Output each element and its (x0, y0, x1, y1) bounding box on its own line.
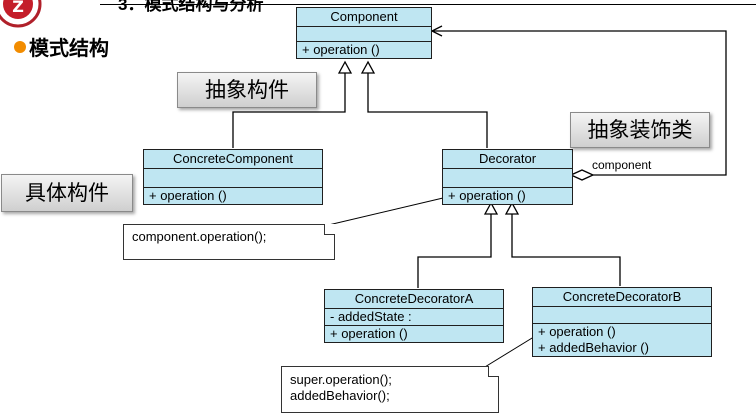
class-concrete-decorator-b[interactable]: ConcreteDecoratorB + operation () + adde… (532, 287, 712, 357)
class-operations: + operation () (443, 188, 572, 204)
callout-abstract-component: 抽象构件 (177, 72, 317, 108)
class-name: ConcreteDecoratorB (533, 288, 711, 307)
class-operations: + operation () (325, 326, 503, 342)
class-attributes (144, 169, 322, 188)
university-logo: Z (0, 0, 42, 28)
note-decorator: component.operation(); (123, 224, 335, 260)
class-name: Decorator (443, 150, 572, 169)
page-title: 3．模式结构与分析 (118, 0, 264, 14)
class-concrete-decorator-a[interactable]: ConcreteDecoratorA - addedState : + oper… (324, 289, 504, 343)
note-link-decorator-b (479, 334, 538, 371)
class-name: ConcreteComponent (144, 150, 322, 169)
class-attributes (297, 27, 431, 42)
class-attributes (533, 307, 711, 324)
class-name: Component (297, 8, 431, 27)
class-operations: + operation () (297, 42, 431, 58)
class-decorator[interactable]: Decorator + operation () (442, 149, 573, 205)
added-behavior-text: + addedBehavior () (538, 340, 649, 355)
note-text: component.operation(); (132, 229, 267, 244)
operation-text: + operation () (448, 188, 526, 203)
class-name: ConcreteDecoratorA (325, 290, 503, 309)
generalization-arrow-icon (337, 60, 353, 74)
class-attributes: - addedState : (325, 309, 503, 326)
note-text-line1: super.operation(); (290, 372, 392, 387)
operation-text: + operation () (149, 188, 227, 203)
generalization-arrow-icon (483, 201, 499, 215)
generalization-line-decorator-b (511, 213, 621, 286)
note-fold-icon (324, 224, 335, 235)
operation-text: + operation () (538, 324, 616, 339)
callout-abstract-decorator: 抽象装饰类 (570, 112, 710, 148)
operation-text: + operation () (302, 42, 380, 57)
attribute-text: - addedState : (330, 309, 412, 324)
class-operations: + operation () + addedBehavior () (533, 324, 711, 356)
generalization-arrow-icon (504, 201, 520, 215)
generalization-arrow-icon (360, 60, 376, 74)
note-text-line2: addedBehavior(); (290, 388, 390, 403)
generalization-line-decorator (367, 72, 488, 148)
note-decorator-b: super.operation(); addedBehavior(); (281, 366, 499, 413)
callout-concrete-component: 具体构件 (1, 174, 133, 212)
generalization-line-decorator-a (417, 213, 492, 288)
association-label: component (592, 158, 652, 172)
association-line (432, 30, 727, 176)
aggregation-diamond-icon (569, 169, 595, 181)
bullet-text: 模式结构 (29, 38, 109, 60)
operation-text: + operation () (330, 326, 408, 341)
svg-text:Z: Z (12, 0, 24, 16)
class-component[interactable]: Component + operation () (296, 7, 432, 59)
title-underline (100, 4, 756, 5)
association-arrow-icon (430, 25, 443, 37)
bullet-heading: 模式结构 (14, 32, 109, 61)
class-concrete-component[interactable]: ConcreteComponent + operation () (143, 149, 323, 205)
generalization-line-concrete-component (232, 72, 346, 148)
class-operations: + operation () (144, 188, 322, 204)
bullet-dot-icon (14, 40, 26, 53)
note-fold-icon (488, 366, 499, 377)
note-link-decorator (319, 197, 444, 228)
class-attributes (443, 169, 572, 188)
